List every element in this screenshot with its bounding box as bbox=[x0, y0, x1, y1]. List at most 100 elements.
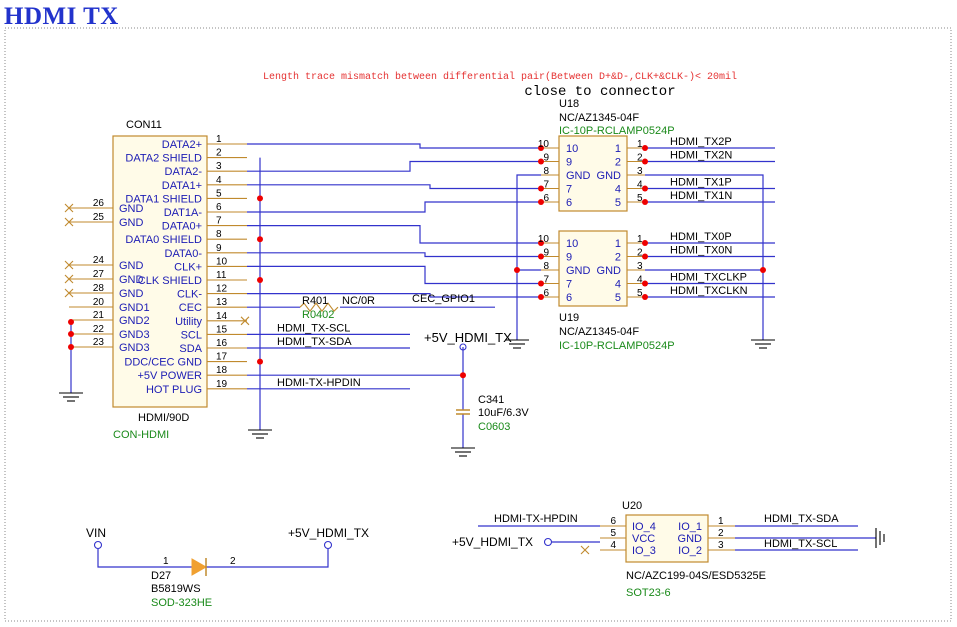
u19-pin-number: 5 bbox=[637, 288, 643, 299]
diff-net-label: HDMI_TX2N bbox=[670, 150, 732, 162]
u19-pin-label: 6 bbox=[566, 292, 572, 304]
u18-pin-label: 1 bbox=[615, 143, 621, 155]
hpd-net-label: HDMI-TX-HPDIN bbox=[277, 377, 361, 389]
u19-pin-number: 6 bbox=[543, 288, 549, 299]
u18-refdes: U18 bbox=[559, 98, 579, 110]
vin-label: VIN bbox=[86, 526, 106, 540]
u20-pin-number: 4 bbox=[610, 540, 616, 551]
con11-pin-number: 19 bbox=[216, 379, 228, 390]
pwr-wire bbox=[206, 549, 329, 568]
u18-pin-label: 7 bbox=[566, 184, 572, 196]
u19-pin-label: 7 bbox=[566, 279, 572, 291]
con11-pin-name: SDA bbox=[179, 343, 202, 355]
u20-footprint: SOT23-6 bbox=[626, 587, 671, 599]
con11-pin-number: 5 bbox=[216, 188, 222, 199]
u19-block bbox=[541, 230, 645, 307]
con11-refdes: CON11 bbox=[126, 119, 162, 131]
no-connect-mark bbox=[64, 260, 74, 270]
u19-pin-label: 5 bbox=[615, 292, 621, 304]
u19-pin-number: 8 bbox=[543, 261, 549, 272]
u18-pin-label: GND bbox=[597, 170, 622, 182]
u20-sda-label: HDMI_TX-SDA bbox=[764, 513, 839, 525]
u19-value: NC/AZ1345-04F bbox=[559, 326, 639, 338]
con11-pin-name: DDC/CEC GND bbox=[124, 357, 202, 369]
con11-pin-number: 10 bbox=[216, 256, 228, 267]
junction-dot bbox=[642, 145, 648, 151]
con11-pin-name: DATA1+ bbox=[162, 180, 202, 192]
cec-net-label: CEC_GPIO1 bbox=[412, 293, 475, 305]
diff-net-label: HDMI_TX1P bbox=[670, 177, 732, 189]
u20-pin-number: 5 bbox=[610, 528, 616, 539]
con11-pin-name: DATA0+ bbox=[162, 221, 202, 233]
d27-refdes: D27 bbox=[151, 570, 171, 582]
d27-pin1: 1 bbox=[163, 556, 169, 567]
con11-gnd-pin-number: 23 bbox=[93, 337, 105, 348]
u20-pin-name: IO_4 bbox=[632, 521, 656, 533]
u20-pin-number: 1 bbox=[718, 516, 724, 527]
u20-pin-number: 3 bbox=[718, 540, 724, 551]
junction-dot bbox=[257, 277, 263, 283]
con11-pin-name: DAT1A- bbox=[164, 207, 203, 219]
u18-pin-label: 10 bbox=[566, 143, 578, 155]
c341-value: 10uF/6.3V bbox=[478, 407, 529, 419]
diff-wire bbox=[247, 252, 541, 258]
u20-pin-number: 6 bbox=[610, 516, 616, 527]
u18-pin-number: 7 bbox=[543, 180, 549, 191]
con11-gnd-pin-number: 25 bbox=[93, 212, 105, 223]
u20-pin-name: IO_3 bbox=[632, 545, 656, 557]
con11-value: HDMI/90D bbox=[138, 412, 189, 424]
con11-pin-name: DATA0- bbox=[165, 248, 203, 260]
con11-pin-name: DATA2 SHIELD bbox=[125, 153, 202, 165]
u18-pin-label: 9 bbox=[566, 157, 572, 169]
junction-dot bbox=[68, 319, 74, 325]
u19-pin-number: 1 bbox=[637, 234, 643, 245]
u19-pin-number: 4 bbox=[637, 275, 643, 286]
esd-gnd-wire bbox=[516, 174, 541, 271]
u20-5v-label: +5V_HDMI_TX bbox=[452, 535, 533, 549]
power-port bbox=[323, 540, 333, 550]
con11-pin-name: DATA0 SHIELD bbox=[125, 234, 202, 246]
d27-pin2: 2 bbox=[230, 556, 236, 567]
junction-dot bbox=[642, 199, 648, 205]
con11-pin-name: CLK SHIELD bbox=[138, 275, 202, 287]
u19-footprint: IC-10P-RCLAMP0524P bbox=[559, 340, 675, 352]
con11-gnd-pin-name: GND bbox=[119, 203, 144, 215]
ground-symbol bbox=[505, 339, 529, 349]
page-border bbox=[4, 27, 952, 622]
u20-refdes: U20 bbox=[622, 500, 642, 512]
con11-pin-number: 15 bbox=[216, 324, 228, 335]
schematic-title: HDMI TX bbox=[4, 3, 119, 30]
junction-dot bbox=[760, 267, 766, 273]
con11-gnd-pin-name: GND bbox=[119, 288, 144, 300]
no-connect-mark bbox=[64, 217, 74, 227]
con11-gnd-pin-name: GND3 bbox=[119, 329, 150, 341]
con11-gnd-pin-number: 28 bbox=[93, 283, 105, 294]
u20-pin-name: IO_2 bbox=[678, 545, 702, 557]
con11-gnd-pin-name: GND bbox=[119, 217, 144, 229]
junction-dot bbox=[642, 253, 648, 260]
diff-wire bbox=[247, 225, 541, 244]
u19-pin-number: 7 bbox=[543, 275, 549, 286]
u20-pin-name: IO_1 bbox=[678, 521, 702, 533]
u18-pin-label: 2 bbox=[615, 157, 621, 169]
diff-wire bbox=[247, 143, 541, 149]
u18-pin-label: GND bbox=[566, 170, 591, 182]
con11-pin-number: 12 bbox=[216, 284, 228, 295]
no-connect-mark bbox=[64, 203, 74, 213]
d27-5v-label: +5V_HDMI_TX bbox=[288, 526, 369, 540]
u19-pin-number: 2 bbox=[637, 248, 643, 259]
no-connect-mark bbox=[580, 545, 590, 555]
u18-value: NC/AZ1345-04F bbox=[559, 112, 639, 124]
con11-gnd-pin-name: GND3 bbox=[119, 342, 150, 354]
junction-dot bbox=[257, 358, 263, 365]
diff-net-label: HDMI_TXCLKN bbox=[670, 285, 748, 297]
con11-pin-name: Utility bbox=[175, 316, 202, 328]
r401-value: NC/0R bbox=[342, 295, 375, 307]
diff-wire bbox=[247, 293, 541, 298]
u19-body bbox=[558, 230, 628, 307]
c341-footprint: C0603 bbox=[478, 421, 510, 433]
con11-pin-number: 4 bbox=[216, 175, 222, 186]
u20-pin-name: GND bbox=[678, 533, 703, 545]
con11-footprint: CON-HDMI bbox=[113, 429, 169, 441]
junction-dot bbox=[68, 344, 74, 350]
